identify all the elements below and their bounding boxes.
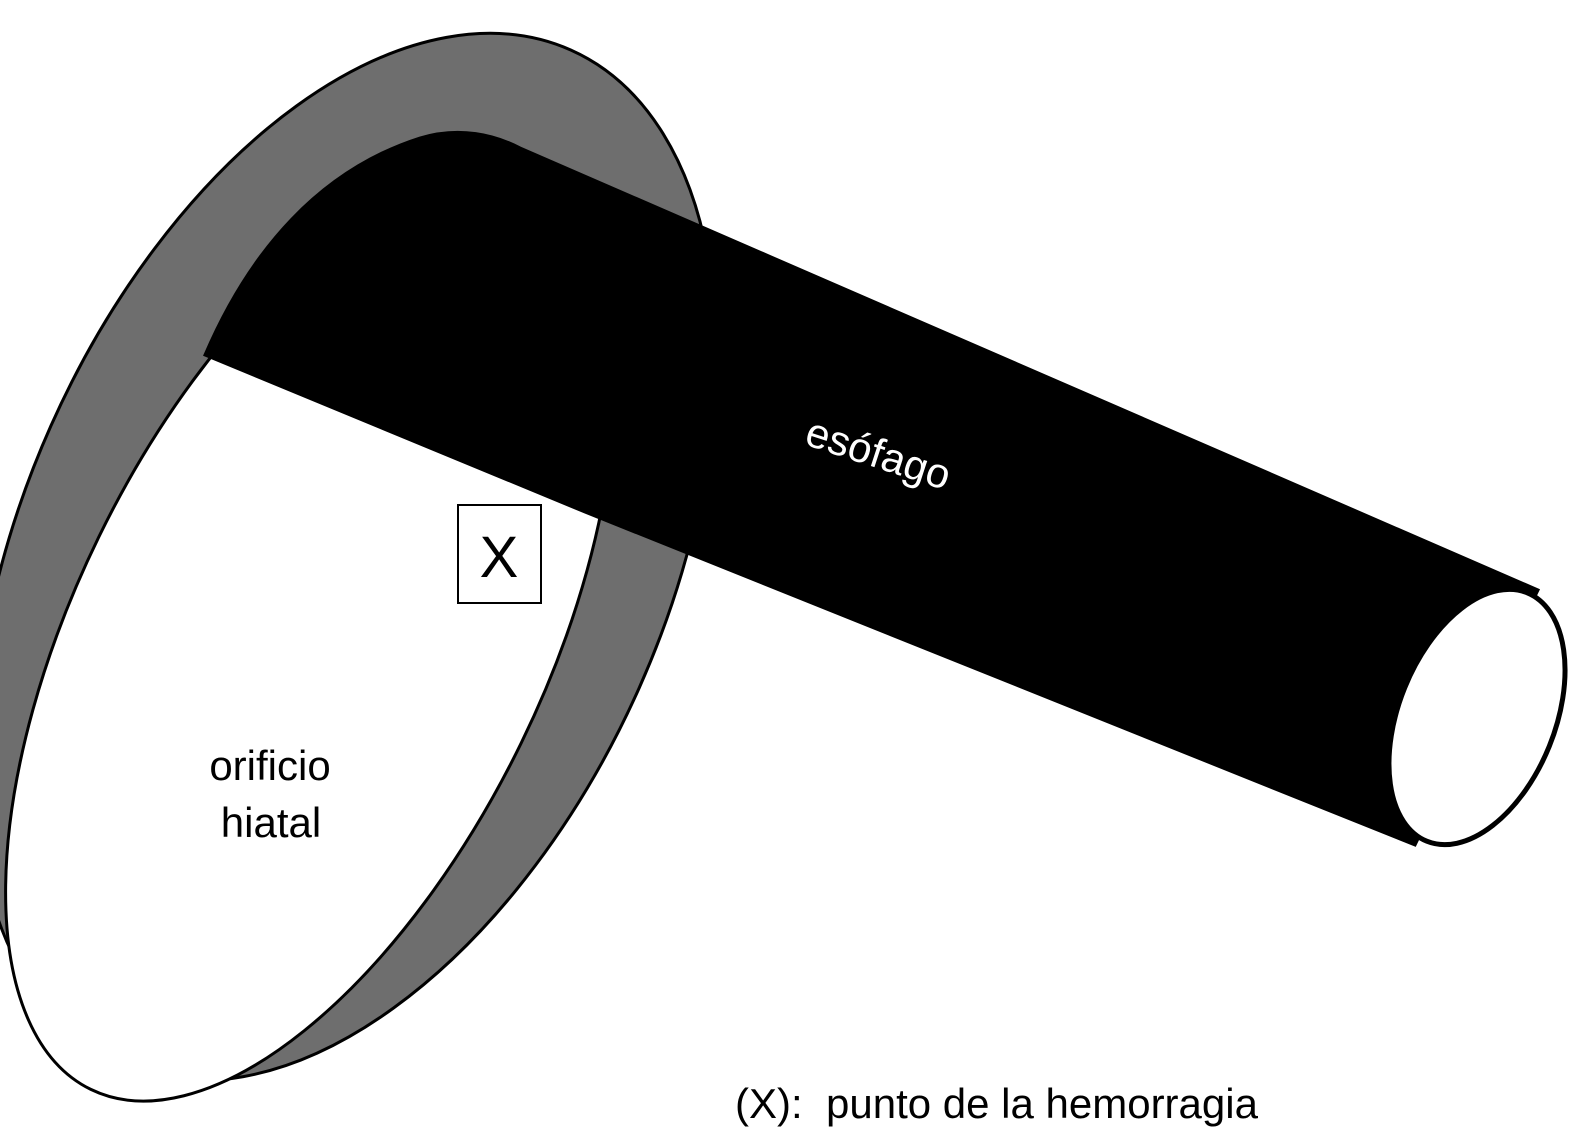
hiatal-label-line1: orificio <box>209 742 330 789</box>
esophagus-tube <box>203 130 1541 847</box>
marker-box <box>457 504 542 604</box>
legend-text: (X): punto de la hemorragia <box>735 1080 1259 1127</box>
hiatal-label-line2: hiatal <box>221 799 321 846</box>
esophagus <box>203 130 1568 848</box>
marker-x: X <box>480 525 519 590</box>
esophagus-opening <box>1386 586 1568 848</box>
hemorrhage-marker: X <box>457 504 542 604</box>
